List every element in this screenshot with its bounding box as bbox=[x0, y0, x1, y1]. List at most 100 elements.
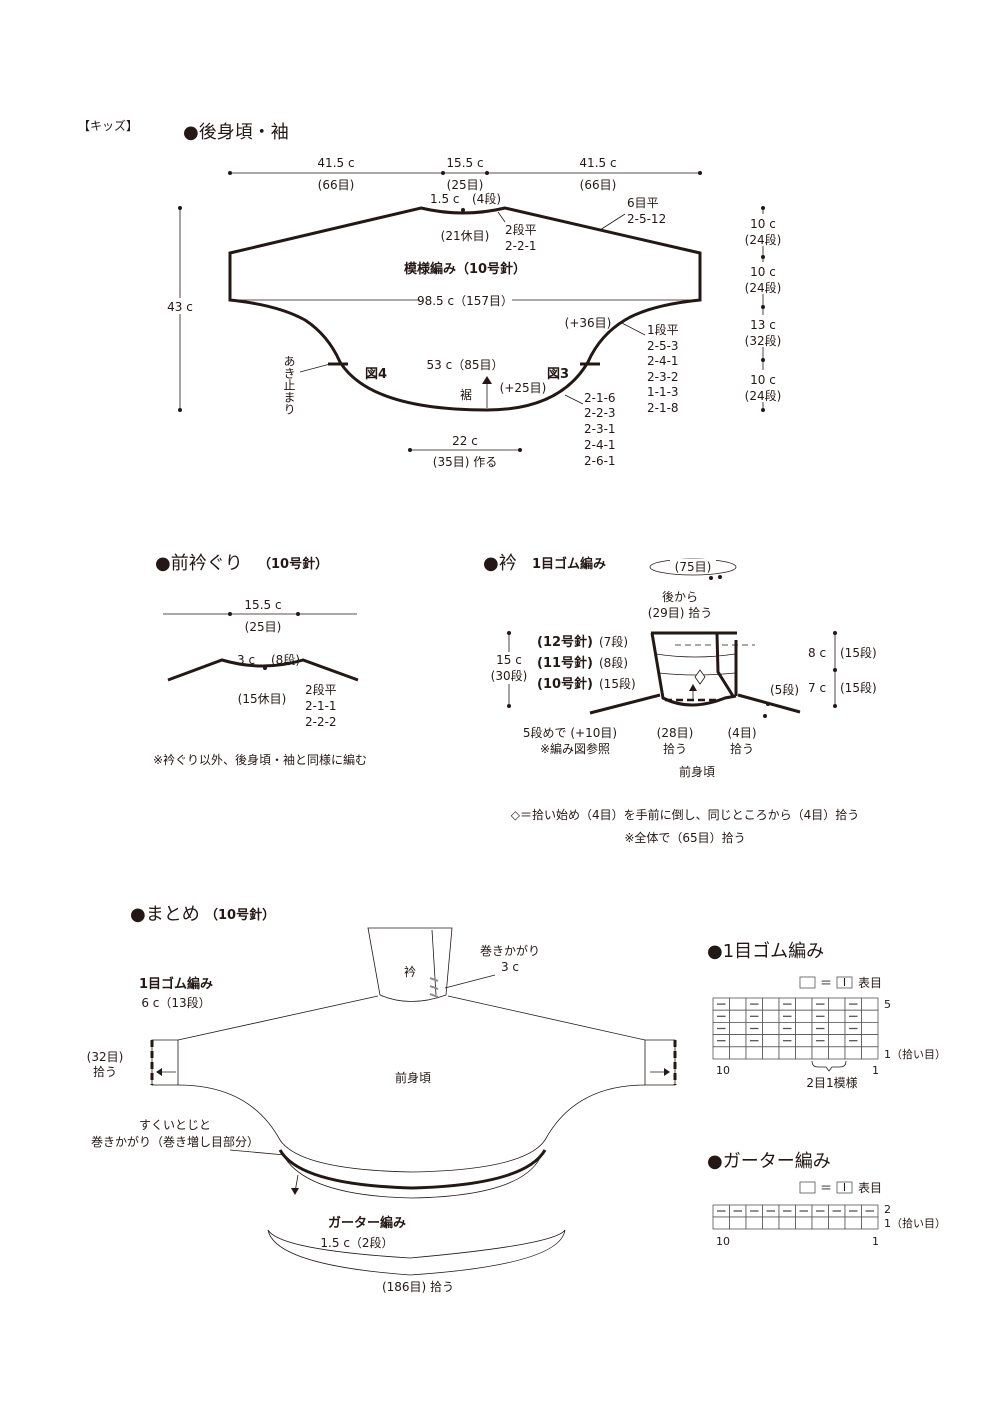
collar-diagram: ●衿 1目ゴム編み (75目) 後から (29目) 拾う (12号針) (7段)… bbox=[483, 553, 877, 845]
dot bbox=[228, 612, 232, 616]
rows-7: (7段) bbox=[599, 634, 628, 649]
legend-knit-cell bbox=[836, 1181, 853, 1194]
five-rows: (5段) bbox=[770, 682, 799, 697]
bottom-inc: 2-6-1 bbox=[584, 454, 616, 468]
chart-cell bbox=[729, 1022, 747, 1036]
dec: 2-2-2 bbox=[305, 715, 337, 729]
finish-needle: （10号針） bbox=[205, 907, 275, 923]
rib-dim: 6 c（13段） bbox=[141, 995, 210, 1010]
dim-right-cm: 41.5 c bbox=[579, 156, 616, 170]
col-left-label: 10 bbox=[716, 1235, 730, 1248]
leader-line bbox=[599, 213, 626, 231]
rd2-cm: 13 c bbox=[750, 318, 776, 332]
chart-cell bbox=[778, 1216, 796, 1230]
plus25: (+25目) bbox=[500, 381, 547, 395]
rib-label: 1目ゴム編み bbox=[139, 976, 213, 992]
dot bbox=[833, 704, 837, 708]
dim-left-st: (66目) bbox=[318, 178, 355, 192]
needle-12: (12号針) bbox=[537, 634, 593, 650]
chart-cell bbox=[795, 1009, 813, 1023]
chart-cell bbox=[861, 997, 879, 1011]
dot bbox=[296, 612, 300, 616]
leader-line bbox=[564, 394, 584, 405]
pick186: (186目) 拾う bbox=[382, 1279, 454, 1294]
garter-grid bbox=[712, 1204, 879, 1230]
dot bbox=[507, 704, 511, 708]
dot bbox=[507, 631, 511, 635]
chart-cell bbox=[795, 997, 813, 1011]
chart-cell bbox=[844, 1216, 862, 1230]
width-label: 98.5 c（157目） bbox=[417, 294, 513, 308]
rd3-rows: (24段) bbox=[745, 388, 782, 403]
garter-chart: ●ガーター編み ＝ I 表目 2 1（拾い目） 10 1 bbox=[707, 1151, 946, 1248]
rd0-cm: 10 c bbox=[750, 217, 776, 231]
rib-chart: ●1目ゴム編み ＝ I 表目 5 1（拾い目） 10 1 2目1模様 bbox=[707, 941, 946, 1090]
neck-rows: (4段) bbox=[472, 191, 501, 206]
rows-15: (15段) bbox=[599, 676, 636, 691]
garter-dim: 1.5 c（2段） bbox=[320, 1235, 393, 1250]
fig3-label: 図3 bbox=[547, 367, 569, 382]
collar-total: (75目) bbox=[675, 560, 712, 574]
side-inc: 1段平 bbox=[647, 322, 679, 337]
chart-cell bbox=[861, 1009, 879, 1023]
cast-cm: 22 c bbox=[452, 434, 478, 448]
bottom-inc: 2-4-1 bbox=[584, 438, 616, 452]
height-label: 43 c bbox=[167, 300, 193, 314]
chart-cell bbox=[811, 1216, 829, 1230]
legend-knit-cell bbox=[836, 976, 853, 989]
chart-cell bbox=[795, 1046, 813, 1060]
side-inc: 2-3-2 bbox=[647, 370, 679, 384]
chart-cell bbox=[828, 1009, 846, 1023]
chart-cell bbox=[861, 1034, 879, 1048]
chart-cell bbox=[828, 1216, 846, 1230]
repeat-brace bbox=[811, 1060, 847, 1072]
chart-cell bbox=[861, 1216, 879, 1230]
collar-outline bbox=[650, 631, 737, 707]
dot bbox=[178, 408, 182, 412]
finishing-diagram: ●まとめ （10号針） 衿 巻きかがり 3 c 1目ゴム編み 6 c（13段） … bbox=[87, 904, 677, 1294]
garter-band-outer bbox=[278, 1149, 547, 1190]
arrow-head-icon bbox=[482, 376, 492, 384]
front-body-outline bbox=[177, 995, 646, 1173]
rd3-cm: 10 c bbox=[750, 373, 776, 387]
dot bbox=[718, 575, 722, 579]
collar-overlap bbox=[715, 633, 738, 697]
collar-shape bbox=[367, 927, 453, 1002]
dot bbox=[263, 666, 267, 670]
legend-label: 表目 bbox=[858, 976, 882, 990]
dot bbox=[178, 206, 182, 210]
depth-cm: 3 c bbox=[237, 653, 255, 667]
chart-cell bbox=[778, 1046, 796, 1060]
row-top-label: 2 bbox=[884, 1203, 891, 1216]
needle-11: (11号針) bbox=[537, 655, 593, 671]
dot bbox=[709, 576, 713, 580]
fig4-label: 図4 bbox=[365, 367, 387, 382]
side-inc: 2-1-8 bbox=[647, 401, 679, 415]
cast-st: (35目) 作る bbox=[433, 455, 497, 469]
chart-cell bbox=[762, 1046, 780, 1060]
rows-8: (8段) bbox=[599, 655, 628, 670]
col-right-label: 1 bbox=[872, 1235, 879, 1248]
kids-label: 【キッズ】 bbox=[78, 118, 138, 133]
leader-line bbox=[229, 1149, 286, 1156]
pattern-label: 模様編み（10号針） bbox=[404, 261, 526, 277]
arrow-head-icon bbox=[689, 684, 697, 691]
hem-label: 裾 bbox=[460, 387, 472, 402]
whip-stitch-marks bbox=[429, 977, 439, 998]
collar-label: 衿 bbox=[404, 964, 416, 979]
row-bottom-label: 1（拾い目） bbox=[884, 1047, 946, 1061]
chart-cell bbox=[745, 1216, 763, 1230]
front-body-label: 前身頃 bbox=[679, 764, 715, 779]
from-back: 後から bbox=[662, 590, 698, 604]
back-body-diagram: ●後身頃・袖 41.5 c (66目) 15.5 c (25目) 41.5 c … bbox=[164, 122, 786, 469]
rd1-rows: (24段) bbox=[745, 280, 782, 295]
side-increases: 1段平 2-5-3 2-4-1 2-3-2 1-1-3 2-1-8 bbox=[647, 322, 679, 415]
front-neck-outline bbox=[167, 658, 359, 682]
chart-cell bbox=[762, 997, 780, 1011]
col-left-label: 10 bbox=[716, 1064, 730, 1077]
leader-line bbox=[444, 974, 496, 989]
rd-rows: (15段) bbox=[840, 645, 877, 660]
front-neck-needle: （10号針） bbox=[258, 556, 328, 572]
bottom-inc: 2-1-6 bbox=[584, 391, 616, 405]
width-cm: 15.5 c bbox=[244, 598, 281, 612]
